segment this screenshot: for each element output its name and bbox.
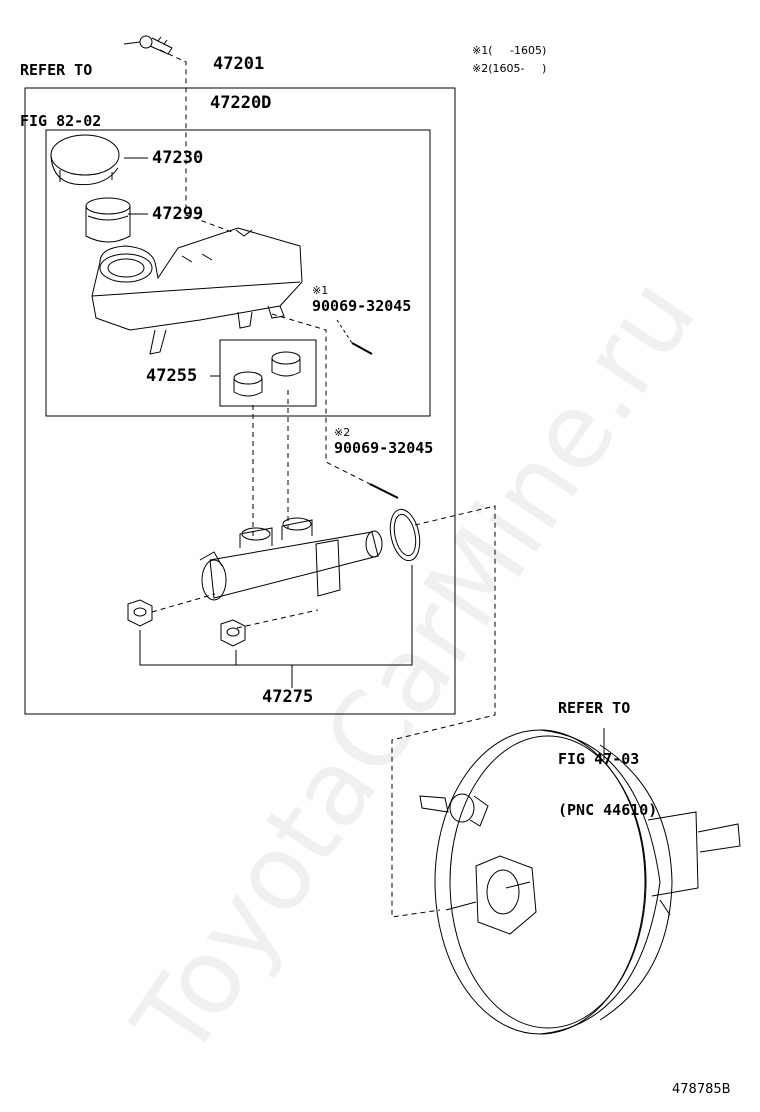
pin-1-number: 90069-32045 bbox=[312, 297, 412, 315]
footnote-2: ※2(1605- ) bbox=[472, 62, 547, 75]
refer-line-3: (PNC 44610) bbox=[558, 801, 658, 819]
strainer-icon bbox=[85, 197, 131, 243]
grommet-box bbox=[219, 339, 317, 407]
brake-booster-icon bbox=[419, 728, 741, 1035]
part-label-47299: 47299 bbox=[152, 204, 204, 224]
part-label-47201: 47201 bbox=[213, 54, 265, 74]
master-cylinder-icon bbox=[199, 517, 383, 601]
assembly-frame-47201 bbox=[24, 87, 456, 715]
refer-line-1: REFER TO bbox=[20, 61, 93, 79]
pin-2-mark: ※2 bbox=[334, 426, 351, 439]
pin-icon-2 bbox=[369, 483, 399, 499]
part-label-47275: 47275 bbox=[262, 687, 314, 707]
cap-icon bbox=[50, 134, 120, 186]
refer-label-fig-47: REFER TO FIG 47-03 (PNC 44610) bbox=[558, 666, 657, 836]
pin-1-mark: ※1 bbox=[312, 284, 329, 297]
oring-icon bbox=[389, 508, 421, 562]
pin-2-number: 90069-32045 bbox=[334, 439, 434, 457]
grommet-icon-right bbox=[271, 351, 301, 377]
refer-label-fig-82: REFER TO FIG 82-02 bbox=[20, 28, 101, 147]
part-label-47230: 47230 bbox=[152, 148, 204, 168]
part-label-47255: 47255 bbox=[146, 366, 198, 386]
reservoir-icon bbox=[91, 227, 303, 355]
reservoir-frame-47220d bbox=[45, 129, 431, 417]
refer-line-2: FIG 47-03 bbox=[558, 750, 640, 768]
nut-icon-left bbox=[127, 599, 153, 627]
footnote-1: ※1( -1605) bbox=[472, 44, 547, 57]
refer-line-1: REFER TO bbox=[558, 699, 631, 717]
figure-id: 478785B bbox=[672, 1082, 731, 1097]
grommet-icon-left bbox=[233, 371, 263, 397]
part-label-47220d: 47220D bbox=[210, 93, 272, 113]
key-icon bbox=[123, 35, 173, 55]
pin-icon-1 bbox=[351, 342, 373, 355]
nut-icon-right bbox=[220, 619, 246, 647]
refer-line-2: FIG 82-02 bbox=[20, 112, 102, 130]
